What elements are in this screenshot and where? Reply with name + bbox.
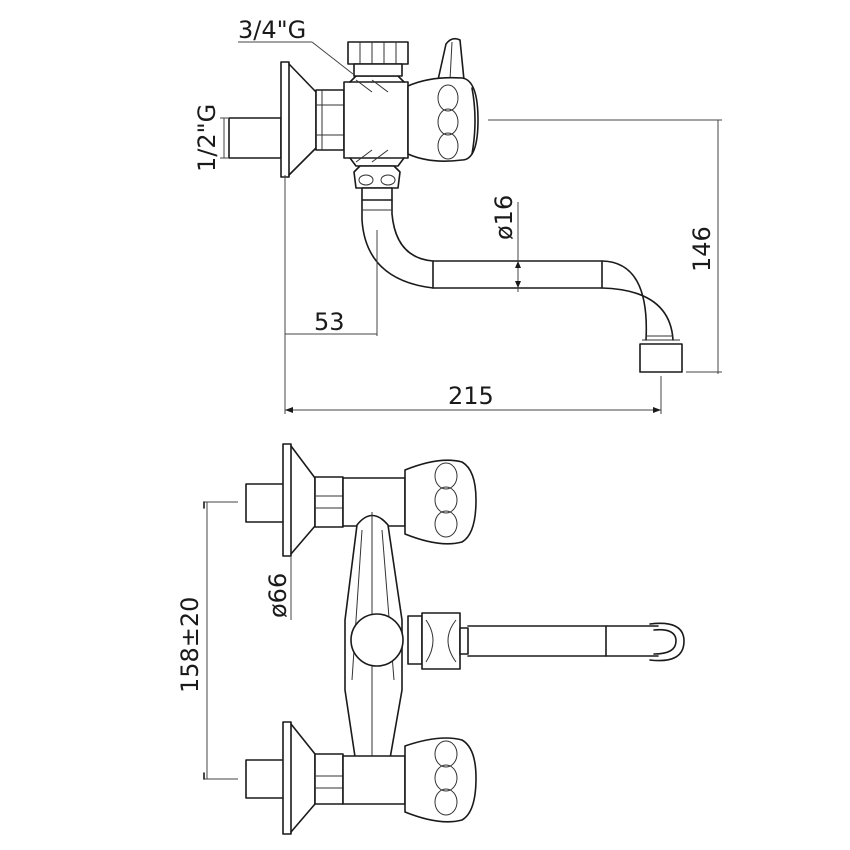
label-center-distance: 158±20 xyxy=(176,597,204,693)
mixer-body xyxy=(344,512,404,782)
valve-body xyxy=(343,75,409,167)
label-inlet-thread: 3/4"G xyxy=(238,16,306,44)
label-spout-diameter: ø16 xyxy=(490,195,518,240)
lower-inlet xyxy=(245,721,477,835)
wall-pipe xyxy=(228,117,282,159)
hex-nut xyxy=(315,89,345,151)
front-dimension-lines xyxy=(203,501,292,780)
front-view: ø66 158±20 xyxy=(176,443,685,835)
lever-handle xyxy=(437,37,465,81)
label-spout-offset: 53 xyxy=(314,308,345,336)
spout xyxy=(361,199,674,341)
side-view: 3/4"G 1/2"G ø16 146 53 215 xyxy=(193,16,722,414)
knob-handle xyxy=(407,76,479,162)
aerator xyxy=(639,339,683,373)
spout-front xyxy=(407,612,685,670)
upper-inlet xyxy=(245,443,477,557)
label-rosette-diameter: ø66 xyxy=(264,573,292,618)
label-projection: 215 xyxy=(448,382,494,410)
dimension-lines xyxy=(220,41,722,414)
label-height: 146 xyxy=(688,226,716,272)
spout-connector xyxy=(353,165,401,201)
rosette xyxy=(280,61,317,178)
inlet-connector xyxy=(347,41,409,77)
label-wall-thread: 1/2"G xyxy=(193,104,221,172)
